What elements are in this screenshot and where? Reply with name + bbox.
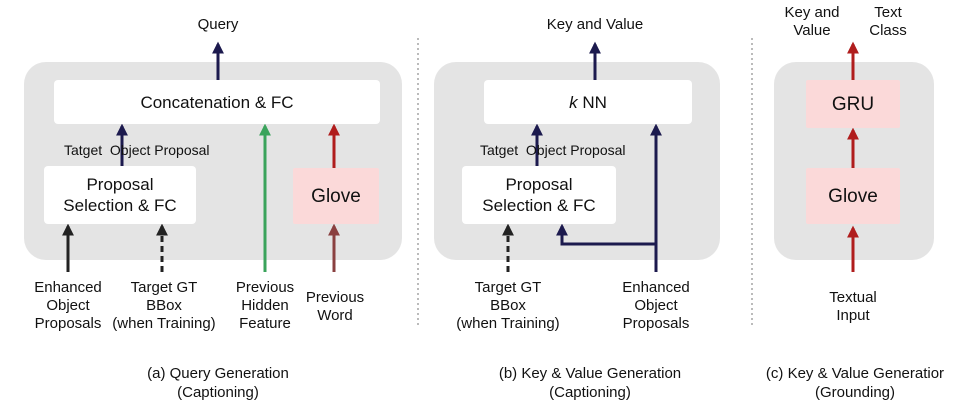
input-text: Enhanced [34, 279, 102, 296]
target-proposal-label-b: Tatget Object Proposal [480, 142, 626, 158]
input-text: (when Training) [456, 315, 560, 332]
input-previous-word: Previous Word [296, 289, 374, 325]
query-output-label: Query [197, 16, 239, 33]
output-text: Key and [784, 4, 840, 21]
text-class-output: Text Class [858, 4, 918, 40]
proposal-selection-line1: Proposal [86, 175, 154, 194]
knn-box: k NN [484, 80, 692, 124]
proposal-selection-box-a: Proposal Selection & FC [44, 166, 196, 224]
input-text: Proposals [34, 315, 102, 332]
caption-a: (a) Query Generation (Captioning) [108, 364, 328, 402]
input-text: Hidden [241, 297, 289, 314]
input-text: Textual [829, 289, 877, 306]
concatenation-fc-box: Concatenation & FC [54, 80, 380, 124]
input-text: Previous [235, 279, 295, 296]
caption-line: (Grounding) [814, 384, 896, 401]
input-text: BBox [490, 297, 526, 314]
glove-box-a: Glove [293, 168, 379, 224]
key-value-output-c: Key and Value [776, 4, 848, 40]
caption-b: (b) Key & Value Generation (Captioning) [470, 364, 710, 402]
input-text: Object [46, 297, 90, 314]
input-text: Proposals [622, 315, 690, 332]
knn-rest: NN [577, 92, 607, 112]
output-text: Value [793, 22, 831, 39]
caption-c: (c) Key & Value Generatior (Grounding) [752, 364, 958, 402]
glove-box-c: Glove [806, 168, 900, 224]
caption-line: (Captioning) [177, 384, 259, 401]
input-text: (when Training) [112, 315, 216, 332]
input-textual: Textual Input [812, 289, 894, 325]
proposal-selection-line2: Selection & FC [63, 196, 177, 215]
input-enhanced-proposals-b: Enhanced Object Proposals [606, 279, 706, 333]
input-text: Previous [305, 289, 365, 306]
input-text: Input [836, 307, 870, 324]
input-text: Enhanced [622, 279, 690, 296]
output-text: Class [869, 22, 907, 39]
input-text: Feature [239, 315, 291, 332]
proposal-selection-box-b: Proposal Selection & FC [462, 166, 616, 224]
input-text: Object [634, 297, 678, 314]
input-text: BBox [146, 297, 182, 314]
input-text: Target GT [130, 279, 198, 296]
input-text: Word [317, 307, 353, 324]
key-value-output-label: Key and Value [546, 16, 644, 33]
gru-box: GRU [806, 80, 900, 128]
proposal-selection-line2: Selection & FC [482, 196, 596, 215]
caption-line: (c) Key & Value Generatior [765, 365, 945, 382]
proposal-selection-line1: Proposal [505, 175, 573, 194]
caption-line: (Captioning) [549, 384, 631, 401]
output-text: Text [874, 4, 902, 21]
input-target-gt-b: Target GT BBox (when Training) [448, 279, 568, 333]
caption-line: (b) Key & Value Generation [498, 365, 682, 382]
caption-line: (a) Query Generation [147, 365, 289, 382]
target-proposal-label-a: Tatget Object Proposal [64, 142, 210, 158]
input-enhanced-proposals-a: Enhanced Object Proposals [18, 279, 118, 333]
input-target-gt-a: Target GT BBox (when Training) [104, 279, 224, 333]
input-hidden-feature: Previous Hidden Feature [222, 279, 308, 333]
arrow-enhanced-to-proposal [556, 223, 656, 246]
knn-k: k [569, 92, 578, 112]
input-text: Target GT [474, 279, 542, 296]
